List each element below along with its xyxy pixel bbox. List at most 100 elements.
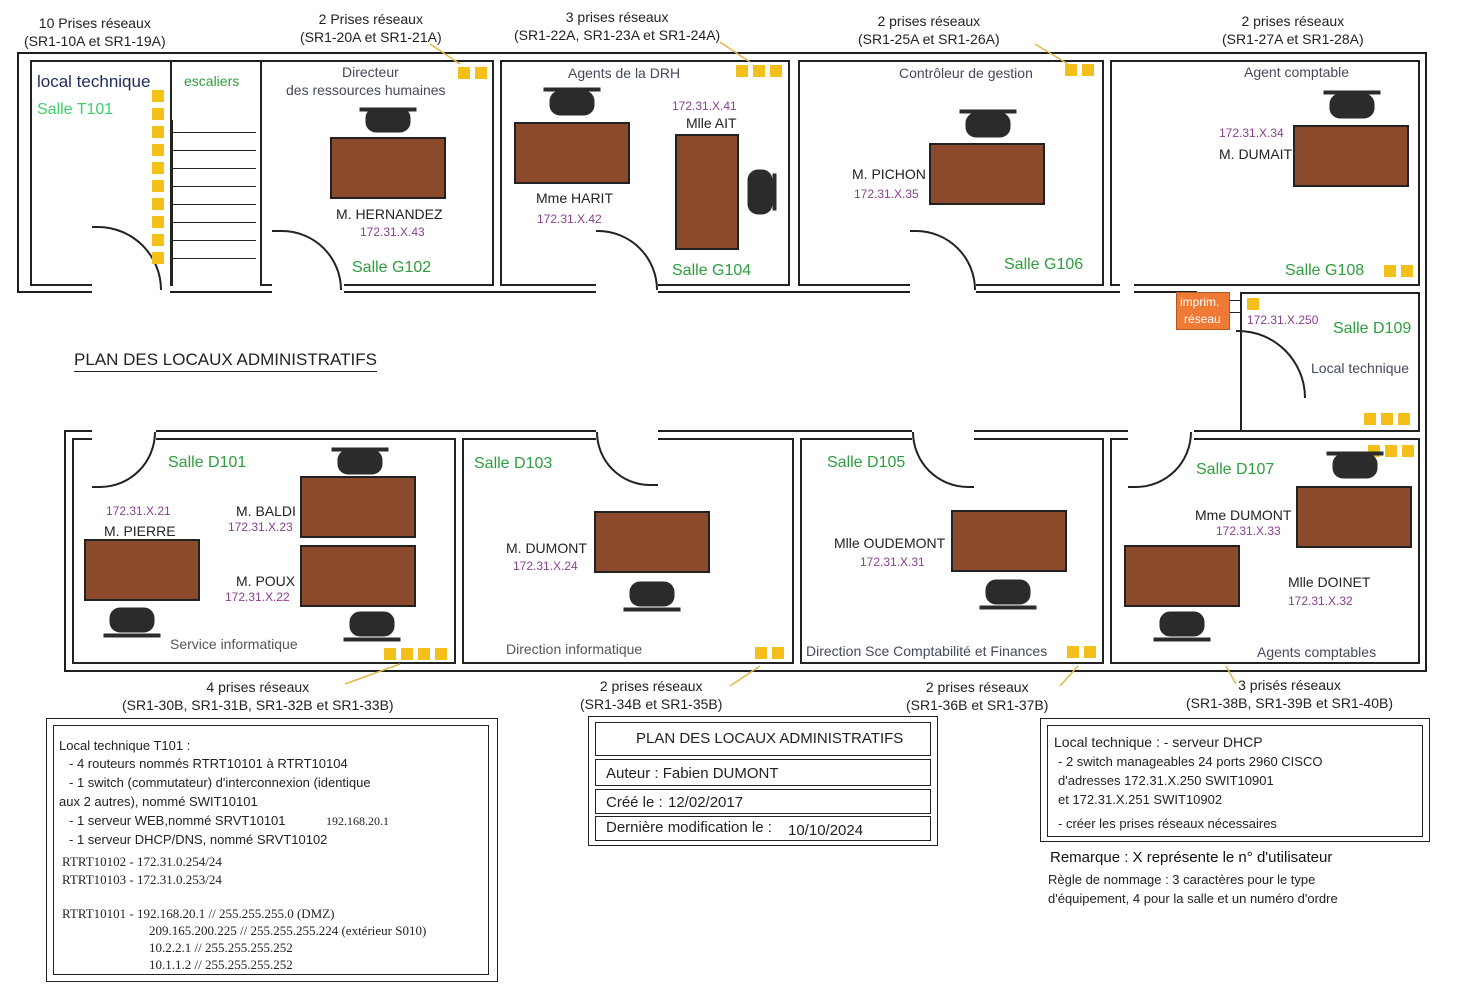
d101-person1: M. PIERRE [104, 523, 176, 539]
g106-role: Contrôleur de gestion [899, 65, 1033, 81]
network-port [152, 108, 164, 120]
info-t101-router3: RTRT10103 - 172.31.0.253/24 [62, 872, 222, 887]
info-box-d109-inner: Local technique : - serveur DHCP - 2 swi… [1047, 725, 1423, 837]
outer-wall-bottom [64, 670, 1427, 672]
d101-ip1: 172.31.X.21 [106, 504, 171, 518]
g108-room-name: Salle G108 [1285, 262, 1365, 279]
stairs-top [172, 60, 260, 62]
printer-link [1230, 312, 1242, 313]
leader-d103 [729, 665, 761, 687]
network-port [755, 647, 767, 659]
desk [594, 511, 710, 573]
network-port [1385, 445, 1397, 457]
printer-link [1230, 300, 1242, 301]
info-box-t101: Local technique T101 : - 4 routeurs nomm… [46, 718, 498, 982]
network-port [152, 252, 164, 264]
g104-ip2: 172.31.X.41 [672, 99, 737, 113]
d101-ip2: 172.31.X.23 [228, 520, 293, 534]
leader-g102 [429, 43, 461, 65]
desk [1124, 545, 1240, 607]
d101-label: Service informatique [170, 636, 298, 652]
info-t101-line3: aux 2 autres), nommé SWIT10101 [59, 794, 258, 809]
port-note-d103: 2 prises réseaux(SR1-34B et SR1-35B) [580, 678, 723, 712]
info-d109-line4: et 172.31.X.251 SWIT10902 [1058, 792, 1223, 807]
leader-d105 [1059, 665, 1079, 687]
room-g108 [1110, 60, 1420, 286]
info-t101-title: Local technique T101 : [59, 738, 191, 753]
network-port [1402, 445, 1414, 457]
port-note-t101: 10 Prises réseaux(SR1-10A et SR1-19A) [24, 15, 166, 49]
network-port [1065, 64, 1077, 76]
stair-step [172, 258, 256, 259]
info-t101-line5: - 1 serveur DHCP/DNS, nommé SRVT10102 [69, 832, 328, 847]
d103-ip: 172.31.X.24 [513, 559, 578, 573]
diagram-title: PLAN DES LOCAUX ADMINISTRATIFS [74, 350, 377, 372]
stair-step [172, 222, 256, 223]
info-d109-line2: - 2 switch manageables 24 ports 2960 CIS… [1058, 754, 1323, 769]
info-t101-router1: RTRT10101 - 192.168.20.1 // 255.255.255.… [62, 906, 335, 921]
network-port [418, 648, 430, 660]
stair-rail [172, 120, 173, 286]
network-port [736, 65, 748, 77]
network-port [770, 65, 782, 77]
network-port [401, 648, 413, 660]
network-port [152, 234, 164, 246]
chair-icon [331, 447, 389, 475]
d101-person3: M. POUX [236, 573, 296, 589]
g104-ip1: 172.31.X.42 [537, 212, 602, 226]
network-port [1401, 265, 1413, 277]
g104-role: Agents de la DRH [568, 65, 681, 81]
network-port [152, 198, 164, 210]
network-port [1084, 646, 1096, 658]
d101-person2: M. BALDI [236, 503, 296, 519]
d107-person1: Mme DUMONT [1195, 507, 1292, 523]
chair-icon [103, 607, 161, 638]
desk [929, 143, 1045, 205]
printer-label-line1: imprim. [1180, 295, 1220, 309]
stair-step [172, 186, 256, 187]
desk [300, 476, 416, 538]
network-port [152, 126, 164, 138]
info-t101-router1-if3: 10.2.2.1 // 255.255.255.252 [149, 940, 293, 955]
d103-person: M. DUMONT [506, 540, 587, 556]
title-block-created-label: Créé le : [606, 794, 663, 811]
network-printer: imprim. réseau [1176, 292, 1230, 330]
leader-d107 [1225, 665, 1237, 685]
stair-step [172, 168, 256, 169]
g102-role-line1: Directeur [342, 64, 399, 80]
stair-step [172, 132, 256, 133]
network-port [152, 162, 164, 174]
d103-label: Direction informatique [506, 641, 643, 657]
g106-room-name: Salle G106 [1004, 256, 1084, 273]
network-port [152, 180, 164, 192]
network-port [1082, 64, 1094, 76]
port-note-g102: 2 Prises réseaux(SR1-20A et SR1-21A) [300, 11, 442, 45]
outer-wall-right [1425, 52, 1427, 670]
chair-icon [359, 107, 417, 133]
network-port [152, 216, 164, 228]
printer-ip: 172.31.X.250 [1247, 313, 1319, 327]
outer-wall-top [17, 52, 1427, 54]
door-gap-g108 [1120, 282, 1134, 296]
chair-icon [343, 611, 401, 642]
desk [1296, 486, 1412, 548]
network-port [435, 648, 447, 660]
stair-step [172, 150, 256, 151]
desk [1293, 125, 1409, 187]
remark-title: Remarque : X représente le n° d'utilisat… [1050, 849, 1333, 866]
g106-ip: 172.31.X.35 [854, 187, 919, 201]
t101-label: local technique [37, 72, 151, 91]
room-d107 [1110, 438, 1420, 664]
leader-d101 [344, 663, 401, 685]
port-note-g104: 3 prises réseaux(SR1-22A, SR1-23A et SR1… [514, 9, 721, 43]
printer-label-line2: réseau [1184, 312, 1221, 326]
d107-label: Agents comptables [1257, 644, 1377, 660]
room-g102 [260, 60, 494, 286]
desk [330, 137, 446, 199]
stair-step [172, 240, 256, 241]
info-d109-line1: Local technique : - serveur DHCP [1054, 734, 1263, 750]
title-block-modified-cell: Dernière modification le : 10/10/2024 [595, 816, 931, 841]
d107-room-name: Salle D107 [1196, 461, 1275, 478]
remark-line2: d'équipement, 4 pour la salle et un numé… [1048, 891, 1338, 906]
